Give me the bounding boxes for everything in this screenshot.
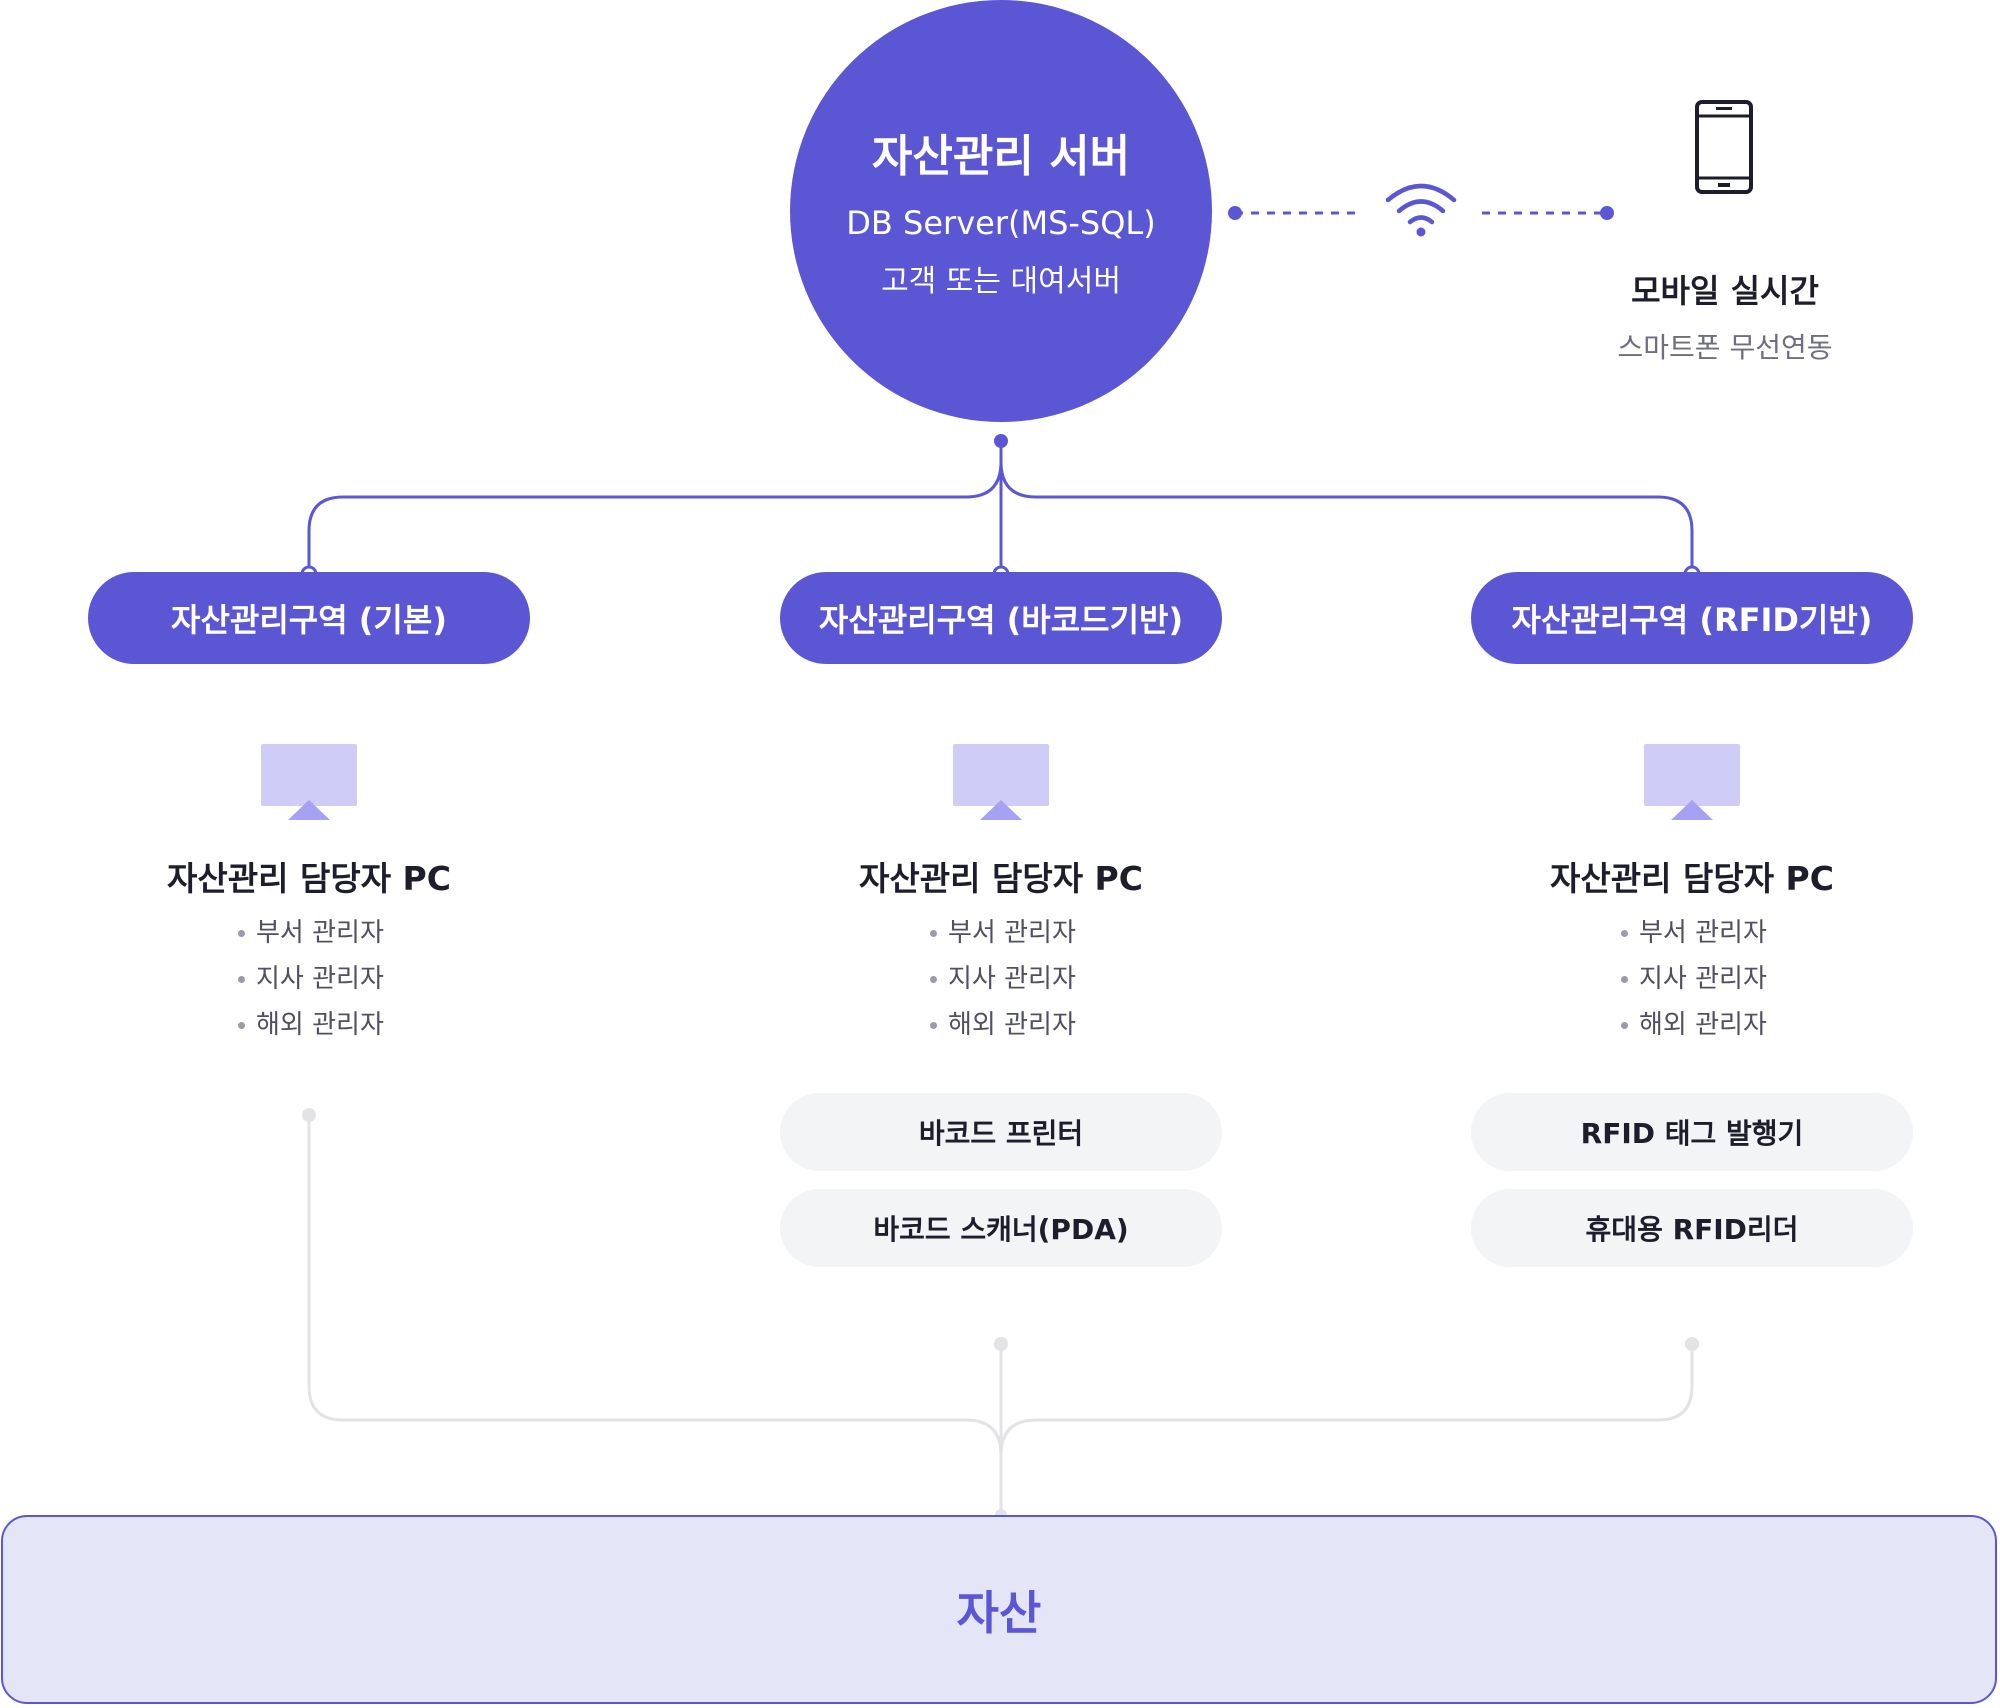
pc-title: 자산관리 담당자 PC [1550,859,1834,898]
server-note: 고객 또는 대여서버 [881,264,1121,299]
device-rfid-reader: 휴대용 RFID리더 [1471,1189,1913,1267]
mobile-subtitle: 스마트폰 무선연동 [1617,331,1833,364]
monitor-stand-icon [980,800,1022,820]
zone-rfid-pill: 자산관리구역 (RFID기반) [1471,572,1913,664]
server-title: 자산관리 서버 [871,131,1131,182]
pc-title: 자산관리 담당자 PC [167,859,451,898]
role-list: 부서 관리자 지사 관리자 해외 관리자 [238,910,384,1048]
mobile-title: 모바일 실시간 [1631,272,1819,310]
role-item: 해외 관리자 [930,1002,1076,1048]
asset-connectors [307,1115,1694,1515]
device-barcode-scanner: 바코드 스캐너(PDA) [780,1189,1222,1267]
monitor-icon [1644,744,1740,806]
monitor-stand-icon [288,800,330,820]
role-item: 부서 관리자 [238,910,384,956]
server-zone-connectors [307,441,1694,574]
smartphone-icon [1695,100,1753,194]
device-barcode-printer: 바코드 프린터 [780,1093,1222,1171]
role-list: 부서 관리자 지사 관리자 해외 관리자 [930,910,1076,1048]
role-list: 부서 관리자 지사 관리자 해외 관리자 [1621,910,1767,1048]
role-item: 해외 관리자 [238,1002,384,1048]
mobile-link-start-dot [1228,206,1242,220]
role-item: 지사 관리자 [930,956,1076,1002]
pc-title: 자산관리 담당자 PC [859,859,1143,898]
server-subtitle: DB Server(MS-SQL) [846,204,1156,242]
zone-barcode-pill: 자산관리구역 (바코드기반) [780,572,1222,664]
mobile-link-end-dot [1600,206,1614,220]
wifi-icon [1385,183,1457,225]
asset-box: 자산 [1,1515,1997,1704]
monitor-icon [953,744,1049,806]
monitor-stand-icon [1671,800,1713,820]
server-node: 자산관리 서버 DB Server(MS-SQL) 고객 또는 대여서버 [790,0,1212,422]
role-item: 부서 관리자 [1621,910,1767,956]
zone-basic-pill: 자산관리구역 (기본) [88,572,530,664]
device-rfid-tag-issuer: RFID 태그 발행기 [1471,1093,1913,1171]
role-item: 지사 관리자 [1621,956,1767,1002]
role-item: 지사 관리자 [238,956,384,1002]
monitor-icon [261,744,357,806]
role-item: 부서 관리자 [930,910,1076,956]
role-item: 해외 관리자 [1621,1002,1767,1048]
server-junction-dot [994,434,1008,448]
